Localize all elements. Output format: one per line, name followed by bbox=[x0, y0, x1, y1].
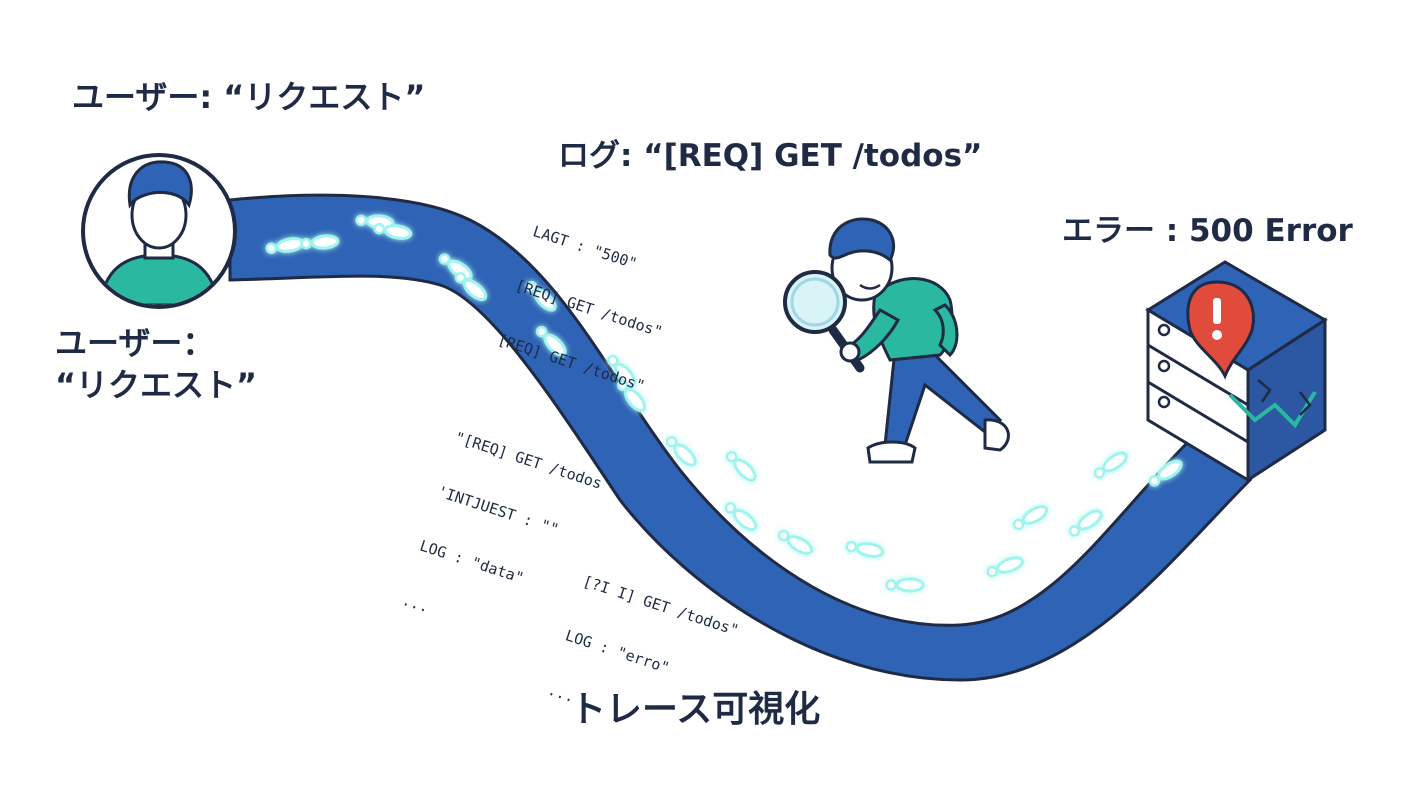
log-line: [REQ] GET /todos" bbox=[513, 276, 665, 341]
footprint-icon bbox=[885, 577, 925, 593]
footprint-icon bbox=[844, 538, 886, 560]
log-line: ... bbox=[399, 590, 432, 617]
diagram-stage: ユーザー: “リクエスト” ログ: “[REQ] GET /todos” エラー… bbox=[55, 78, 1353, 730]
log-line: LOG : "erro" bbox=[563, 626, 672, 677]
log-line: LOG : "data" bbox=[417, 536, 527, 588]
user-request-caption: ユーザー： “リクエスト” bbox=[55, 322, 257, 406]
log-line: [?I I] GET /todos" bbox=[580, 572, 741, 640]
trace-illustration bbox=[81, 153, 1328, 682]
error-label: エラー : 500 Error bbox=[1062, 213, 1353, 249]
log-line: [REQ] GET /todos" bbox=[495, 330, 648, 396]
footprint-icon bbox=[1010, 501, 1051, 534]
footprint-icon bbox=[984, 553, 1026, 581]
footprint-icon bbox=[722, 447, 760, 485]
log-line: "[REQ] GET /todos bbox=[452, 428, 605, 493]
footprint-icon bbox=[1090, 448, 1131, 482]
log-label: ログ: “[REQ] GET /todos” bbox=[558, 138, 983, 174]
footprint-icon bbox=[1065, 506, 1106, 540]
user-caption-line2: “リクエスト” bbox=[55, 366, 258, 404]
log-line: LAGT : "500" bbox=[530, 222, 640, 273]
trace-visualization-title: トレース可視化 bbox=[570, 689, 821, 730]
user-caption-line1: ユーザー： bbox=[55, 324, 215, 362]
log-line: 'INTJUEST : "" bbox=[435, 482, 561, 539]
footprint-icon bbox=[775, 526, 816, 559]
exclamation-alert-icon bbox=[1186, 280, 1255, 380]
user-avatar-icon bbox=[81, 153, 237, 309]
log-line: ... bbox=[545, 680, 577, 707]
user-request-label: ユーザー: “リクエスト” bbox=[72, 78, 426, 116]
detective-magnifier-icon bbox=[783, 217, 1010, 464]
